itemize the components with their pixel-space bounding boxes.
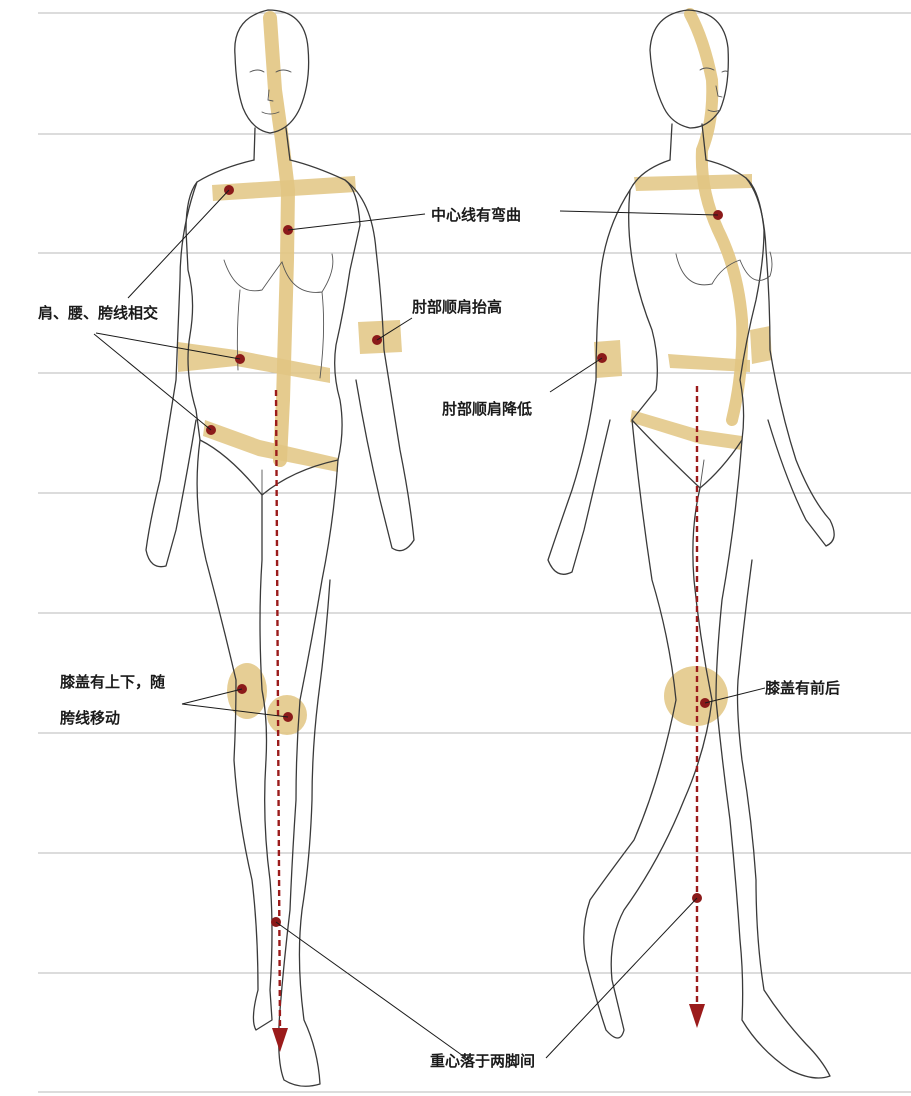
front-bust [224,254,333,292]
leader-elbow-lowered [550,358,602,392]
tq-shoulder-band [634,174,752,191]
label-knee-line2: 胯线移动 [60,709,120,727]
front-gravity-arrowhead [272,1028,288,1052]
annotation-labels: 中心线有弯曲 肩、腰、胯线相交 肘部顺肩抬高 肘部顺肩降低 膝盖有上下，随 胯线… [38,206,840,1070]
tq-right-leg [716,440,830,1078]
tq-gravity-arrowhead [689,1004,705,1028]
three-quarter-figure [548,10,834,1078]
label-elbow-raised: 肘部顺肩抬高 [412,298,502,316]
label-shoulder-waist-hip: 肩、腰、胯线相交 [38,304,158,322]
tq-torso-seams [700,460,704,488]
tq-hip-band [630,410,742,450]
leader-shoulder [128,190,229,298]
waist-band [178,342,330,383]
front-right-leg [279,460,338,1086]
label-elbow-lowered: 肘部顺肩降低 [442,400,532,418]
label-center-line-curved: 中心线有弯曲 [431,206,521,224]
three-quarter-figure-highlights [594,14,772,726]
center-line-band [270,18,288,460]
label-knee-line1: 膝盖有上下，随 [60,673,165,691]
front-left-leg [197,440,272,1030]
leader-gravity-tq [546,898,697,1058]
tq-left-leg [584,420,712,1038]
leader-waist [96,333,240,359]
label-knee-front-back: 膝盖有前后 [765,679,840,697]
leader-lines [94,190,765,1058]
leader-center-line-right [560,211,718,215]
front-figure-highlights [178,18,402,735]
hip-band [203,420,338,472]
tq-elbow-band-right [750,326,772,364]
proportion-guide-lines [38,13,911,1092]
leader-gravity-front [276,922,466,1058]
tq-left-arm [548,190,630,574]
label-center-of-gravity: 重心落于两脚间 [430,1052,535,1070]
front-right-arm [345,180,414,551]
leader-center-line-left [288,214,425,230]
